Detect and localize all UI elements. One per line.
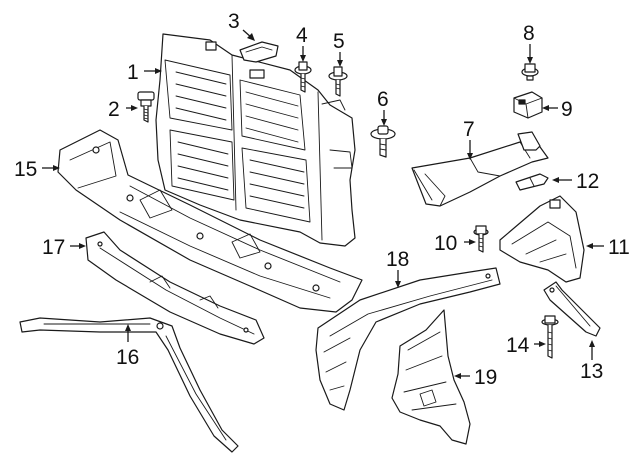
- callout-2: 2: [108, 98, 120, 121]
- callout-4: 4: [296, 24, 308, 47]
- part-4-screw: [294, 61, 312, 93]
- callout-8: 8: [523, 22, 535, 45]
- callout-5: 5: [333, 30, 345, 53]
- part-12-bracket: [515, 173, 549, 191]
- part-9-clip-nut: [513, 91, 543, 119]
- part-16-lower-brace: [19, 317, 239, 453]
- part-19-splash-shield: [391, 309, 471, 445]
- callout-16: 16: [116, 346, 139, 369]
- part-18-side-bracket: [315, 267, 501, 411]
- callout-14: 14: [506, 334, 530, 357]
- callout-3: 3: [228, 10, 240, 33]
- callout-13: 13: [580, 360, 603, 383]
- callout-18: 18: [386, 248, 409, 271]
- callout-11: 11: [608, 236, 630, 259]
- part-8-nut: [521, 63, 539, 81]
- callout-19: 19: [474, 366, 497, 389]
- callout-10: 10: [434, 232, 457, 255]
- part-2-bolt: [137, 91, 155, 123]
- callout-17: 17: [42, 236, 65, 259]
- part-7-air-duct: [411, 131, 549, 207]
- part-17-lower-crossmember: [85, 231, 265, 345]
- part-13-strut: [543, 281, 601, 337]
- callout-1: 1: [127, 61, 139, 84]
- callout-9: 9: [561, 98, 573, 121]
- part-14-bolt: [541, 315, 559, 359]
- part-5-screw: [328, 66, 348, 97]
- callout-12: 12: [576, 170, 599, 193]
- callout-labels: 1 2 3 4 5 6 7 8 9 10 11 12 13 14 15 16 1…: [14, 10, 630, 389]
- callout-15: 15: [14, 158, 37, 181]
- callout-7: 7: [463, 118, 475, 141]
- part-6-clip: [370, 125, 396, 158]
- part-11-deflector: [499, 195, 585, 283]
- callout-6: 6: [377, 88, 389, 111]
- leader-lines: [42, 29, 604, 379]
- part-15-crossmember: [57, 129, 363, 313]
- part-10-bolt: [473, 225, 489, 253]
- part-3-bracket: [239, 41, 279, 63]
